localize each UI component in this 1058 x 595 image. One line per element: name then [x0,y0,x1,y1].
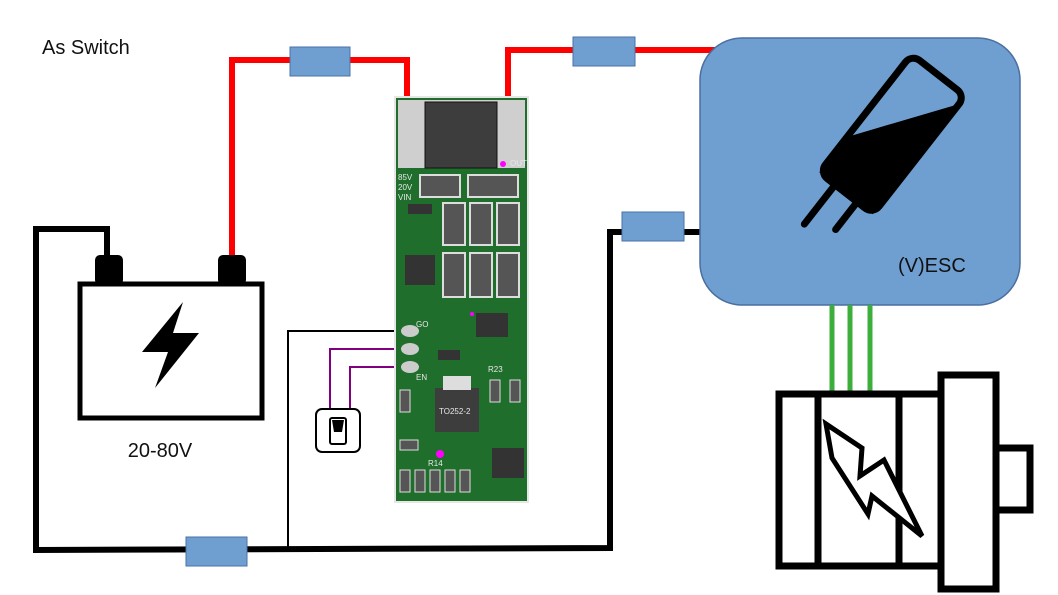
switch-wires [329,348,405,410]
phase-wires [829,305,873,395]
fuse-top-right [572,36,636,67]
battery-voltage-label: 20-80V [128,440,193,462]
rocker-switch[interactable] [315,408,361,453]
pcb-label-out: OUT [510,159,527,168]
motor [775,371,1034,593]
pcb-label-go: GO [416,320,428,329]
diagram-title: As Switch [42,37,130,59]
pcb-label-r14: R14 [428,459,443,468]
pcb-label-vin: VIN [398,193,412,202]
ground-signal-wire [287,330,405,548]
esc-controller: (V)ESC [699,37,1021,306]
motor-icon [822,418,925,538]
pcb-label-en: EN [416,373,427,382]
lightning-bolt-icon [142,302,199,388]
esc-label: (V)ESC [898,255,966,277]
pcb-label-package: TO252-2 [439,407,471,416]
battery [77,255,265,421]
converter-pcb: OUT 85V 20V VIN GO EN R23 TO252-2 R14 [394,96,529,503]
pcb-label-20v: 20V [398,183,413,192]
fuse-esc-negative [621,211,685,242]
negative-wire [33,226,700,554]
pcb-label-r23: R23 [488,365,503,374]
fuse-bottom [185,536,248,567]
fuse-top-left [289,46,351,77]
capacitor-icon [800,54,965,234]
pcb-label-85v: 85V [398,173,413,182]
